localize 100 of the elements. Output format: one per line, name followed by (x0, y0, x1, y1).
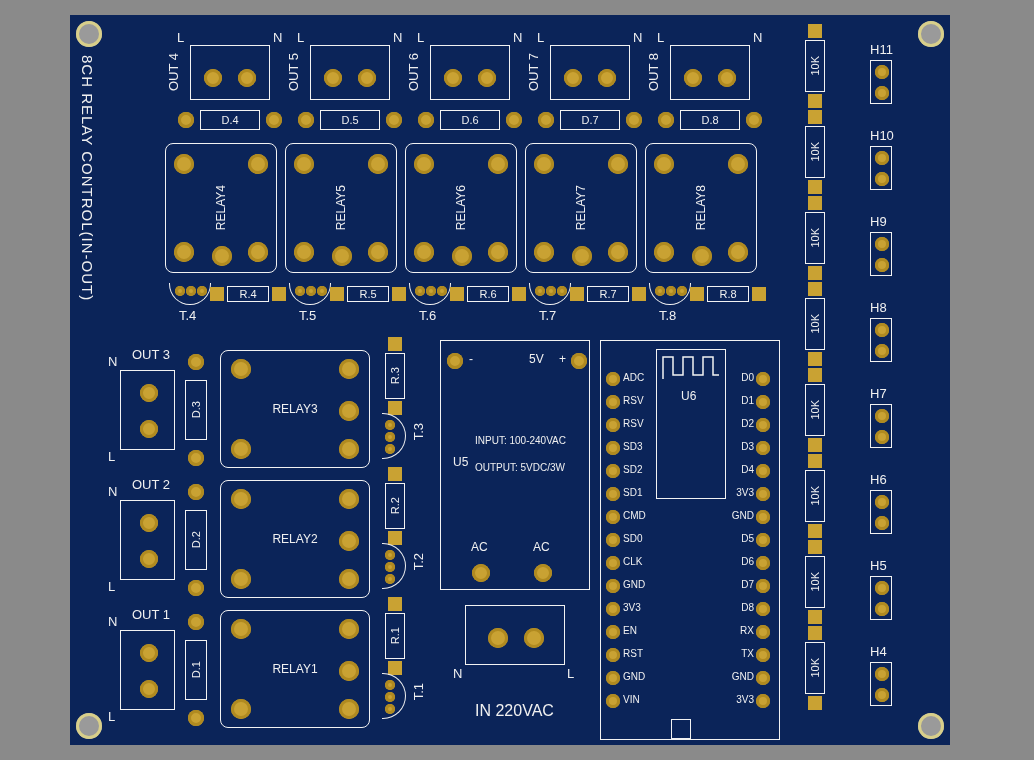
component-label: L (657, 31, 665, 44)
resistor-outline (587, 286, 629, 302)
component-label: N (453, 667, 463, 680)
component-label: D.1 (190, 661, 202, 679)
pin-header (870, 232, 892, 276)
component-label: 10K (809, 314, 821, 334)
resistor-outline (347, 286, 389, 302)
component-label: U6 (681, 390, 697, 402)
terminal-block (310, 45, 390, 100)
component-label: D.7 (581, 114, 599, 126)
component-label: OUT 6 (407, 53, 420, 92)
component-label: 10K (809, 658, 821, 678)
component-label: H9 (870, 215, 887, 228)
component-label: N (513, 31, 523, 44)
component-label: 10K (809, 486, 821, 506)
pin-label: GND (731, 672, 754, 682)
component-label: R.5 (359, 288, 377, 300)
terminal-block (550, 45, 630, 100)
component-label: L (537, 31, 545, 44)
diode-outline (185, 380, 207, 440)
pin-label: D3 (741, 442, 754, 452)
component-label: H4 (870, 645, 887, 658)
component-label: R.3 (389, 367, 401, 385)
relay-outline (220, 350, 370, 468)
terminal-block (670, 45, 750, 100)
component-label: T.5 (299, 309, 317, 322)
pin-label: D1 (741, 396, 754, 406)
component-label: - (469, 353, 473, 365)
resistor-outline (805, 384, 825, 436)
pin-label: 3V3 (736, 695, 754, 705)
component-label: OUTPUT: 5VDC/3W (475, 463, 565, 473)
pin-label: 3V3 (623, 603, 641, 613)
pin-header (870, 318, 892, 362)
board-title: 8CH RELAY CONTROL(IN-OUT) (80, 55, 95, 302)
chip-outline (656, 349, 726, 499)
diode-outline (185, 640, 207, 700)
component-label: AC (471, 541, 488, 553)
component-label: + (559, 353, 566, 365)
pin-label: 3V3 (736, 488, 754, 498)
pin-label: D2 (741, 419, 754, 429)
resistor-outline (707, 286, 749, 302)
component-label: D.6 (461, 114, 479, 126)
component-label: 10K (809, 56, 821, 76)
component-label: H11 (870, 43, 893, 56)
component-label: 10K (809, 142, 821, 162)
resistor-outline (805, 470, 825, 522)
pin-label: TX (741, 649, 754, 659)
component-label: OUT 5 (287, 53, 300, 92)
component-label: D.4 (221, 114, 239, 126)
component-label: R.6 (479, 288, 497, 300)
voltage-label: IN 220VAC (475, 703, 554, 719)
pin-label: RST (623, 649, 643, 659)
component-label: OUT 4 (167, 53, 180, 92)
component-label: T.4 (179, 309, 197, 322)
component-label: RELAY2 (272, 533, 318, 545)
pin-label: D5 (741, 534, 754, 544)
pin-header (870, 662, 892, 706)
resistor-outline (467, 286, 509, 302)
pin-header (870, 404, 892, 448)
component-label: INPUT: 100-240VAC (475, 436, 566, 446)
component-label: D.5 (341, 114, 359, 126)
component-label: D.3 (190, 401, 202, 419)
terminal-block (190, 45, 270, 100)
component-label: 10K (809, 572, 821, 592)
component-label: U5 (453, 456, 469, 468)
pin-label: RSV (623, 419, 644, 429)
resistor-outline (805, 40, 825, 92)
component-label: RELAY5 (335, 185, 347, 231)
relay-outline (220, 480, 370, 598)
component-label: H6 (870, 473, 887, 486)
relay-outline (220, 610, 370, 728)
component-label: RELAY3 (272, 403, 318, 415)
component-label: T.3 (412, 423, 425, 441)
pin-label: D4 (741, 465, 754, 475)
pin-label: RSV (623, 396, 644, 406)
relay-outline (405, 143, 517, 273)
component-label: D.2 (190, 531, 202, 549)
component-label: N (273, 31, 283, 44)
diode-outline (200, 110, 260, 130)
component-label: N (753, 31, 763, 44)
pin-header (870, 576, 892, 620)
terminal-block (120, 630, 175, 710)
pin-label: SD3 (623, 442, 643, 452)
component-label: H10 (870, 129, 894, 142)
pin-label: D7 (741, 580, 754, 590)
resistor-outline (385, 483, 405, 529)
component-label: 10K (809, 228, 821, 248)
component-label: R.7 (599, 288, 617, 300)
pin-label: ADC (623, 373, 645, 383)
component-label: RELAY6 (455, 185, 467, 231)
pin-label: D8 (741, 603, 754, 613)
component-label: OUT 3 (132, 348, 171, 361)
pin-label: RX (740, 626, 754, 636)
pin-label: GND (623, 580, 646, 590)
terminal-block (120, 370, 175, 450)
diode-outline (440, 110, 500, 130)
component-label: L (108, 580, 116, 593)
component-label: N (633, 31, 643, 44)
pin-label: GND (623, 672, 646, 682)
pin-label: SD2 (623, 465, 643, 475)
